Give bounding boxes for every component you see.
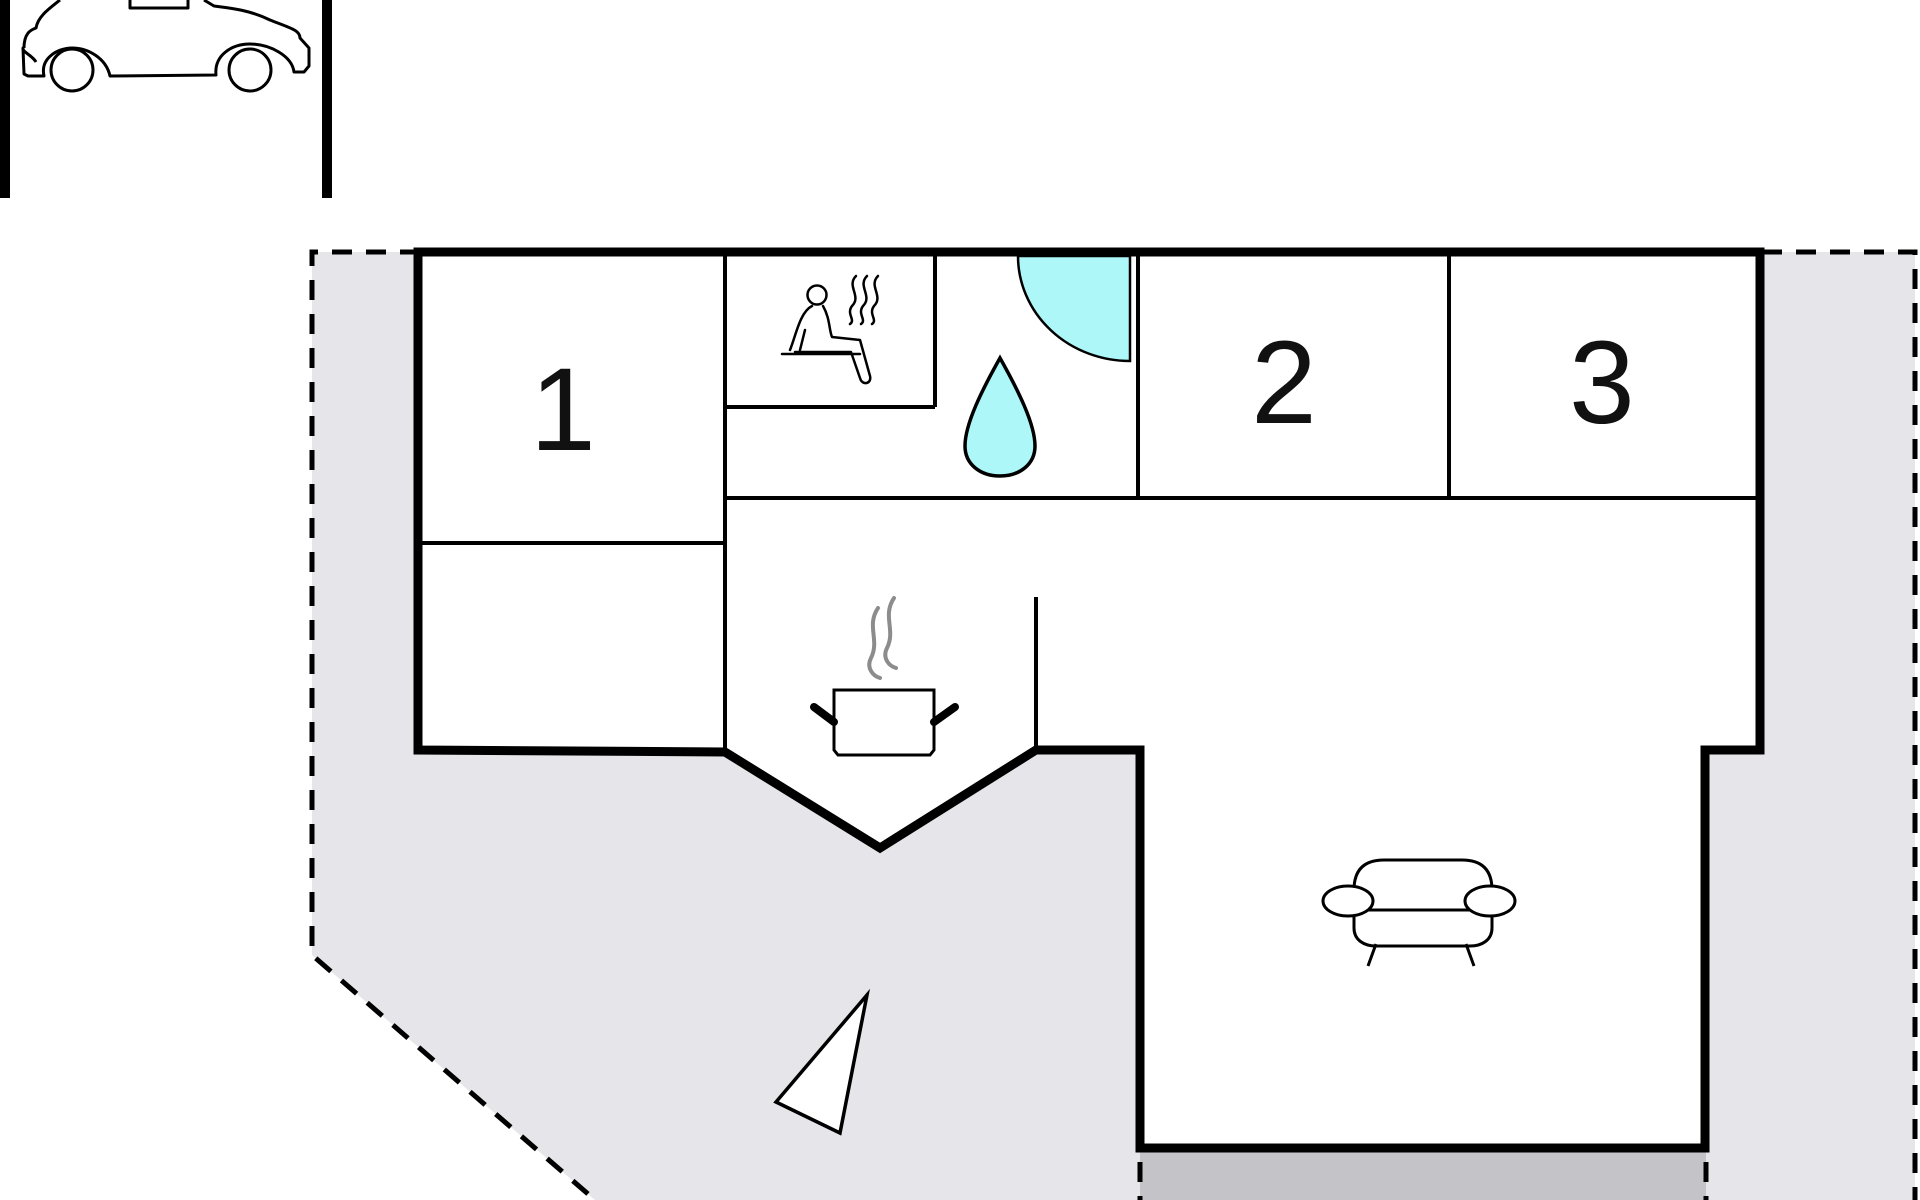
plot-boundary [309, 249, 1918, 1200]
room-label-3: 3 [1569, 317, 1635, 449]
room-label-1: 1 [530, 344, 596, 476]
interior-walls [418, 252, 1760, 752]
sofa-icon [1321, 858, 1517, 967]
north-arrow-icon [773, 988, 871, 1136]
water-drop-icon [963, 354, 1037, 478]
exterior-walls [413, 247, 1765, 1153]
door-swing [1016, 254, 1132, 363]
car-icon [21, 0, 311, 93]
parking-area [0, 0, 332, 198]
terrace-strip [1140, 1150, 1706, 1200]
room-label-2: 2 [1251, 317, 1317, 449]
sauna-icon [780, 274, 880, 385]
cooking-pot-icon [810, 596, 959, 757]
